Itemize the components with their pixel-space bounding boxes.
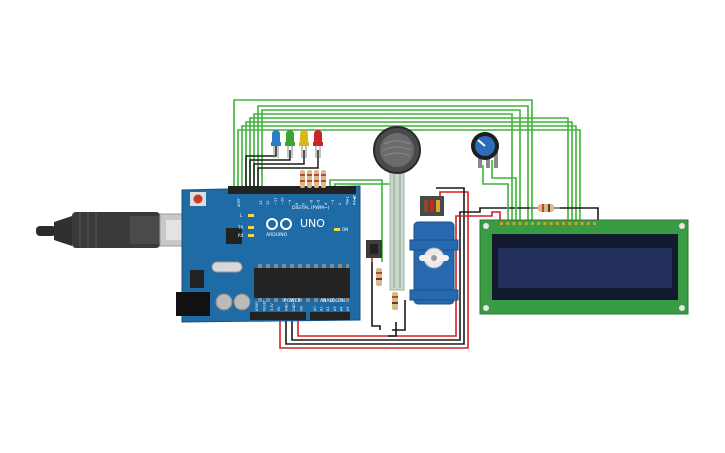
lcd-pin xyxy=(574,222,578,225)
power-pin-label: IOREF xyxy=(255,301,259,311)
power-pin-label: RESET xyxy=(262,299,266,311)
lcd-pin xyxy=(500,222,503,225)
wire-potentiometer xyxy=(482,160,517,222)
lcd-display xyxy=(479,219,689,315)
wire-led-ground xyxy=(245,146,319,190)
digital-header-label: DIGITAL (PWM~) xyxy=(292,205,330,211)
board-model-label: UNO xyxy=(300,217,325,230)
reset-button-cap[interactable] xyxy=(193,194,203,204)
digital-header xyxy=(228,186,356,194)
lcd-pin xyxy=(580,222,584,225)
lcd-pin xyxy=(537,222,541,225)
analog-pin-label: A4 xyxy=(339,307,343,311)
aref-label: AREF xyxy=(237,198,241,207)
digital-pin-label: ~11 xyxy=(273,197,277,205)
tx-label: TX xyxy=(237,225,243,230)
arduino-uno: L TX RX ON UNO ARDUINO DIGITAL (PWM~) PO… xyxy=(176,185,361,323)
arduino-logo-text: ARDUINO xyxy=(266,232,288,238)
power-pin-label: 3.3V xyxy=(270,303,274,311)
digital-pin-label: ~3 xyxy=(331,200,335,205)
crystal xyxy=(211,261,243,273)
digital-pin-label: RX◀0 xyxy=(353,194,357,205)
capacitor xyxy=(233,293,251,311)
digital-pin-label: 12 xyxy=(266,200,270,205)
led-resistors xyxy=(300,170,326,188)
servo-motor xyxy=(409,196,459,305)
analog-pin-label: A2 xyxy=(326,307,330,311)
lcd-pin-header xyxy=(500,222,596,225)
analog-pin-label: A1 xyxy=(320,307,324,311)
lcd-pin xyxy=(555,222,559,225)
led xyxy=(313,130,323,158)
led-l xyxy=(248,214,254,217)
digital-pin-label: 2 xyxy=(338,203,342,205)
capacitor xyxy=(215,293,233,311)
push-button[interactable] xyxy=(366,240,382,258)
lcd-pin xyxy=(549,222,553,225)
lcd-pin xyxy=(531,222,534,225)
arduino-infinity-logo xyxy=(266,218,292,230)
power-pin-label: GND xyxy=(292,303,296,311)
lcd-resistor xyxy=(530,204,560,212)
led-tx xyxy=(248,226,254,229)
lcd-pin xyxy=(512,222,516,225)
led xyxy=(285,130,295,158)
led xyxy=(271,130,281,158)
lcd-pin xyxy=(562,222,565,225)
analog-pin-label: A3 xyxy=(333,307,337,311)
power-pin-label: 5V xyxy=(277,306,281,311)
analog-header xyxy=(310,312,350,320)
led-rx xyxy=(248,234,254,237)
led xyxy=(299,130,309,158)
atmega-chip xyxy=(254,268,350,298)
voltage-regulator xyxy=(190,270,204,288)
power-header xyxy=(250,312,306,320)
force-sensor xyxy=(373,126,421,291)
lcd-pin xyxy=(506,222,510,225)
pull-resistors xyxy=(376,268,398,310)
digital-pin-label: ~6 xyxy=(309,199,313,205)
led-group xyxy=(271,130,323,158)
analog-pin-label: A0 xyxy=(313,307,317,311)
lcd-screen xyxy=(498,248,672,288)
analog-pin-label: A5 xyxy=(346,307,350,311)
led-on xyxy=(334,228,340,231)
power-pin-label: GND xyxy=(285,303,289,311)
on-label: ON xyxy=(342,227,348,232)
digital-pin-label: ~9 xyxy=(288,199,292,205)
wire-power-bus xyxy=(279,187,599,349)
usb-chip xyxy=(226,228,242,244)
power-pin-label: Vin xyxy=(299,306,303,311)
rx-label: RX xyxy=(238,233,244,238)
digital-pin-label: 8 xyxy=(295,202,299,205)
usb-cable xyxy=(36,212,197,248)
power-jack xyxy=(176,292,210,316)
digital-pin-label: ~5 xyxy=(317,200,321,205)
power-header-label: POWER xyxy=(284,298,301,304)
analog-header-label: ANALOG IN xyxy=(320,298,345,304)
l-label: L xyxy=(240,213,243,218)
lcd-pin xyxy=(568,222,572,225)
digital-pin-label: TX▸1 xyxy=(345,196,349,206)
lcd-pin xyxy=(543,222,547,225)
lcd-pin xyxy=(518,222,522,225)
digital-pin-label: ~10 xyxy=(281,197,285,205)
lcd-pin xyxy=(586,222,590,225)
digital-pin-label: 4 xyxy=(324,202,328,205)
lcd-pin xyxy=(593,222,596,225)
digital-pin-label: 13 xyxy=(259,200,263,205)
lcd-pin xyxy=(524,222,528,225)
potentiometer[interactable] xyxy=(471,132,499,168)
digital-pin-label: 7 xyxy=(302,203,306,205)
